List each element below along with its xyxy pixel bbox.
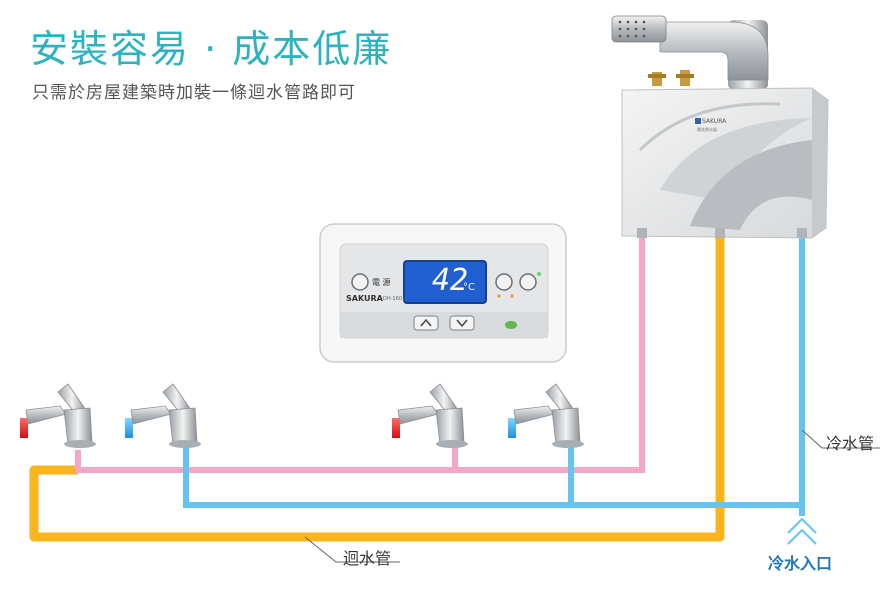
faucet-icon bbox=[125, 383, 201, 448]
panel-temperature: 42 bbox=[432, 263, 469, 298]
cold-pipe bbox=[183, 232, 805, 508]
heater-subtitle: 櫻花熱水器 bbox=[697, 127, 717, 132]
faucet-icon bbox=[20, 383, 96, 448]
page-title: 安裝容易 · 成本低廉 bbox=[30, 27, 393, 71]
cold-pipe-label: 冷水管 bbox=[826, 434, 875, 453]
return-pipe-label: 迴水管 bbox=[343, 549, 392, 568]
cold-pipe-leader bbox=[801, 429, 823, 449]
control-panel bbox=[319, 223, 567, 363]
return-pipe bbox=[29, 232, 725, 542]
panel-model: DH-1601 bbox=[383, 296, 406, 302]
hot-pipe bbox=[75, 232, 645, 473]
faucet-icon bbox=[508, 383, 584, 448]
faucet-icon bbox=[392, 383, 468, 448]
return-pipe-leader bbox=[304, 536, 337, 563]
water-heater bbox=[611, 15, 829, 239]
page-subtitle: 只需於房屋建築時加裝一條迴水管路即可 bbox=[32, 83, 356, 103]
panel-power-label: 電 源 bbox=[372, 278, 391, 287]
cold-inlet-label: 冷水入口 bbox=[768, 554, 833, 573]
inlet-arrow-icon bbox=[787, 517, 817, 545]
heater-brand-logo: SAKURA bbox=[702, 118, 727, 125]
panel-brand-logo: SAKURA bbox=[346, 294, 383, 303]
panel-temperature-unit: °C bbox=[463, 282, 475, 293]
